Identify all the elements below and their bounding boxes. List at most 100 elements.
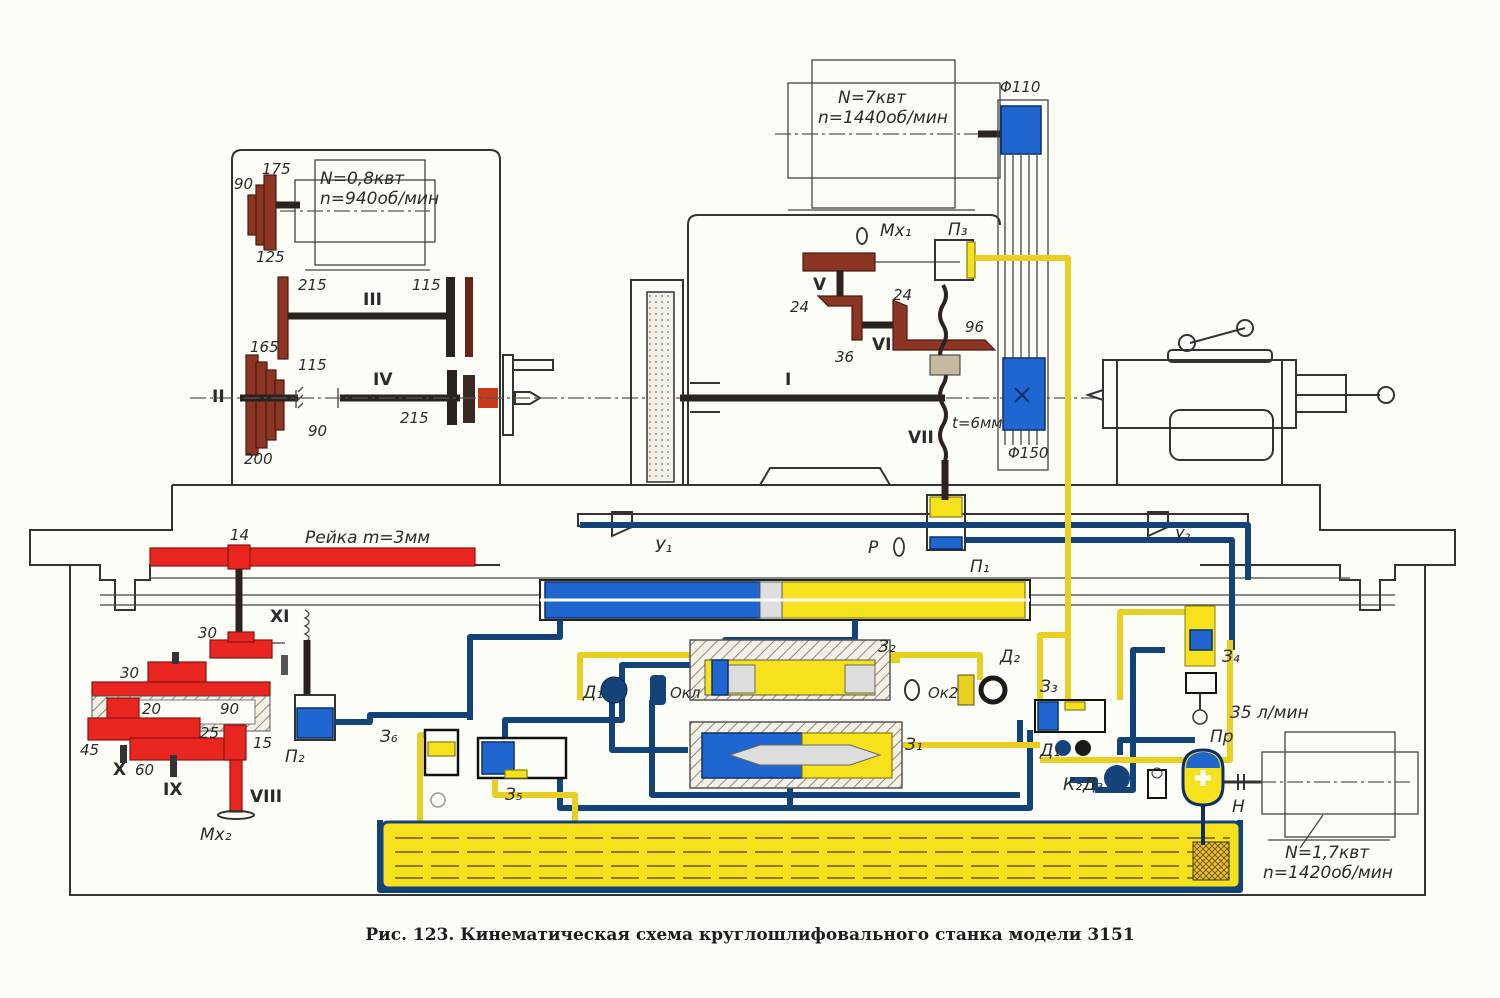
pump-motor-speed: n=1420об/мин — [1263, 863, 1393, 883]
figure-caption: Рис. 123. Кинематическая схема круглошли… — [365, 925, 1135, 945]
throttle-label: Д₃ — [1082, 775, 1103, 795]
shaft-label: VI — [872, 335, 891, 355]
pump-motor-ends — [1261, 751, 1419, 815]
gear-label: 30 — [198, 624, 217, 642]
pump-motor-body — [1284, 731, 1396, 838]
pulley-label: 175 — [262, 160, 291, 178]
throttle-D1-lower[interactable] — [1055, 740, 1071, 756]
headstock-centre — [514, 391, 542, 405]
gear-label: 60 — [135, 761, 154, 779]
pulley-label: 165 — [250, 338, 279, 356]
throttle-label: Д₁ — [582, 683, 603, 703]
shaft-label: X — [113, 760, 126, 780]
throttle-D1[interactable] — [600, 676, 628, 704]
valve-label: З₂ — [878, 637, 896, 657]
step-pulley-II — [240, 354, 304, 456]
pulley-label: 115 — [412, 276, 441, 294]
relief-label: Пр — [1210, 727, 1234, 747]
gear-label: 96 — [965, 318, 984, 336]
pulley-label: 215 — [298, 276, 327, 294]
pump-label: Н — [1232, 797, 1245, 817]
piston-label: П₂ — [285, 747, 305, 767]
pulley-label: 200 — [244, 450, 273, 468]
wheel-motor-power: N=7квт — [838, 88, 907, 108]
rack-pinion-14 — [227, 544, 251, 570]
clutch-mx1-body — [802, 252, 876, 272]
pulley-label: 215 — [400, 409, 429, 427]
gear-label: 25 — [200, 724, 219, 742]
pulley-diameter: Φ110 — [1000, 78, 1040, 96]
labels: N=0,8квт n=940об/мин 90 175 125 II III I… — [80, 78, 1393, 883]
throttle-D3[interactable] — [1104, 765, 1130, 791]
check-valve-Ok2 — [957, 674, 975, 706]
gear-label: 24 — [790, 298, 809, 316]
belt-drive — [997, 99, 1049, 471]
pulley-label: 90 — [308, 422, 327, 440]
grinding-wheel — [646, 291, 675, 483]
shaft-label: VIII — [250, 787, 282, 807]
shaft-label: II — [212, 387, 225, 407]
table-drive — [87, 544, 476, 820]
shaft-label: I — [785, 370, 791, 390]
handwheel-label: Мх₂ — [200, 825, 232, 845]
clutch-label: Мх₁ — [880, 221, 912, 241]
headstock-housing — [190, 149, 1100, 485]
throttle-label: Д₁ — [1039, 741, 1060, 761]
relief-valve — [1147, 769, 1167, 799]
headstock-motor-body — [314, 159, 426, 266]
gear-label: 24 — [893, 286, 912, 304]
gear-label: 20 — [142, 700, 161, 718]
valve-label: З₆ — [380, 727, 398, 747]
valve-label: З₄ — [1222, 647, 1240, 667]
gear-label: 45 — [80, 741, 99, 759]
shaft-VIII — [229, 759, 243, 813]
throttle-label: Д₂ — [999, 647, 1020, 667]
pulley-215 — [277, 276, 289, 360]
piston-label: П₁ — [970, 557, 990, 577]
stop-label: У₂ — [1175, 526, 1190, 544]
reverse-lever-P[interactable] — [893, 537, 905, 557]
piston-label: П₃ — [948, 220, 968, 240]
bevel-gear-24a — [816, 295, 863, 341]
oil-filter — [1192, 841, 1230, 881]
gear-115 — [446, 277, 455, 357]
shaft-label: IV — [373, 370, 393, 390]
shaft-label: III — [363, 290, 382, 310]
shaft-label: XI — [270, 607, 289, 627]
gear-30-top — [209, 639, 273, 659]
piston-P2 — [294, 694, 336, 741]
check-valve-Okl — [650, 675, 666, 705]
rack-label: Рейка m=3мм — [305, 528, 430, 548]
hydraulic-system — [335, 255, 1419, 893]
shaft-label: VII — [908, 428, 934, 448]
headstock-motor-speed: n=940об/мин — [320, 189, 439, 209]
flow-rate-label: 35 л/мин — [1230, 703, 1309, 723]
headstock-motor-power: N=0,8квт — [320, 169, 405, 189]
motor-step-pulley — [247, 174, 277, 251]
pulley-label: 115 — [298, 356, 327, 374]
shaft-label: IX — [163, 780, 182, 800]
shaft-label: V — [813, 275, 827, 295]
valve-label: З₁ — [905, 735, 923, 755]
pulley-label: 90 — [234, 175, 253, 193]
gear-label: 14 — [230, 526, 249, 544]
handwheel-mx2[interactable] — [217, 810, 255, 820]
pulley-110 — [1000, 105, 1042, 155]
pulley-label: 125 — [256, 248, 285, 266]
wheel-motor-speed: n=1440об/мин — [818, 108, 948, 128]
rack — [149, 547, 476, 567]
valve-label: З₃ — [1040, 677, 1058, 697]
gear-label: 90 — [220, 700, 239, 718]
throttle-D2[interactable] — [978, 675, 1008, 705]
clutch-gear — [465, 277, 473, 357]
gear-label: 36 — [835, 348, 854, 366]
stop-label: У₁ — [655, 537, 672, 557]
wheelhead — [630, 59, 1049, 486]
screw-pitch-label: t=6мм — [952, 414, 1003, 432]
k-label: К₂ — [1063, 775, 1082, 795]
lever-label: Р — [868, 538, 879, 558]
tailstock — [1084, 319, 1395, 486]
check-valve-label: Ок2 — [928, 684, 958, 702]
gear-label: 15 — [253, 734, 272, 752]
